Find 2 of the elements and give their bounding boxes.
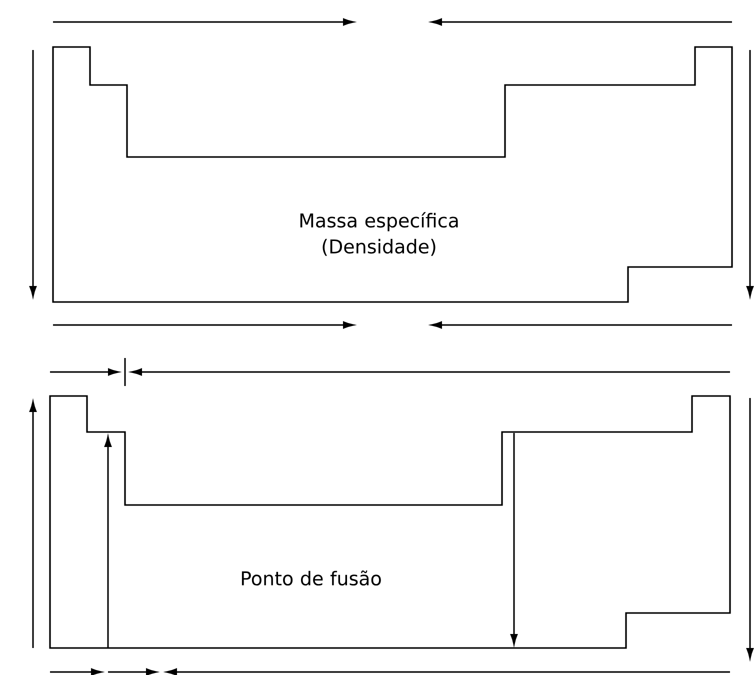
periodic-table-outline: Massa específica (Densidade) [52, 46, 733, 303]
periodic-table-outline: Ponto de fusão [49, 395, 731, 649]
